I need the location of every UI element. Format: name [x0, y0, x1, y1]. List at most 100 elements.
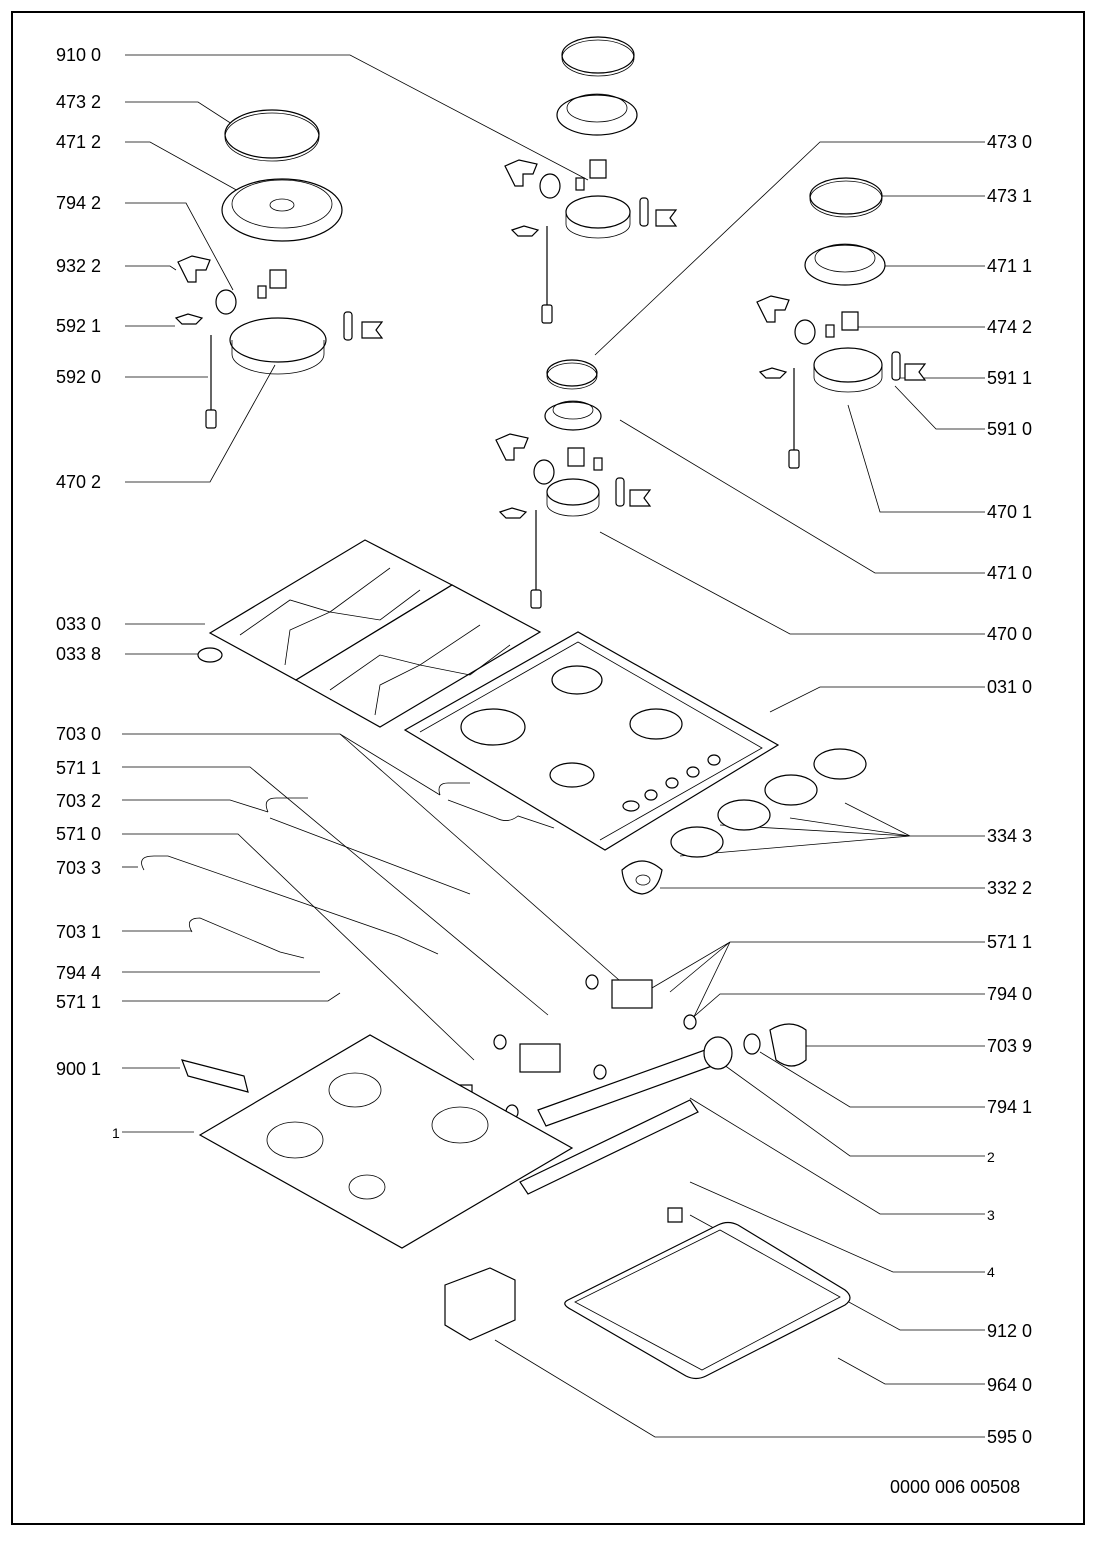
label-595-0: 595 0 [987, 1427, 1032, 1447]
label-031-0: 031 0 [987, 677, 1032, 697]
part-outline [689, 993, 985, 1021]
gas-valve [519, 1043, 561, 1073]
burner-cap-large [224, 109, 320, 159]
part-outline [593, 457, 603, 471]
label-571-0: 571 0 [56, 824, 101, 844]
part-outline [758, 367, 788, 379]
part-outline [635, 874, 651, 886]
part-outline [231, 179, 333, 229]
part-outline [239, 567, 421, 666]
part-outline [813, 365, 883, 393]
part-outline [567, 447, 585, 467]
part-outline [552, 400, 594, 420]
part-outline [495, 433, 529, 461]
part-outline [348, 1174, 386, 1200]
label-703-3: 703 3 [56, 858, 101, 878]
part-outline [575, 177, 585, 191]
part-outline [561, 39, 635, 77]
part-outline [546, 478, 600, 506]
part-outline [546, 492, 600, 517]
burner-hole-right [629, 708, 683, 740]
part-outline [556, 94, 638, 136]
right-labels: 473 0 473 1 471 1 474 2 591 1 591 0 470 … [890, 132, 1032, 1497]
part-outline [665, 777, 679, 789]
document-number: 0000 006 00508 [890, 1477, 1020, 1497]
seal-ring [743, 1033, 761, 1055]
part-outline [339, 733, 637, 996]
electrode-clip-left [174, 313, 204, 325]
part-outline [231, 340, 325, 375]
control-knob [813, 748, 867, 780]
part-outline [794, 319, 816, 345]
label-703-9: 703 9 [987, 1036, 1032, 1056]
part-outline [759, 1051, 985, 1108]
label-932-2: 932 2 [56, 256, 101, 276]
label-470-2: 470 2 [56, 472, 101, 492]
part-outline [328, 1072, 382, 1108]
part-outline [419, 641, 763, 841]
label-4: 4 [987, 1264, 995, 1280]
label-703-1: 703 1 [56, 922, 101, 942]
gas-valve [611, 979, 653, 1009]
part-outline [825, 324, 835, 338]
burner-top-assembly [504, 36, 678, 324]
part-outline [498, 507, 528, 519]
label-470-0: 470 0 [987, 624, 1032, 644]
part-outline [122, 799, 269, 813]
control-knobs [621, 748, 867, 895]
label-571-1c: 571 1 [987, 932, 1032, 952]
part-outline [585, 974, 599, 990]
part-outline [224, 112, 320, 162]
part-outline [266, 1121, 324, 1159]
burner-left-assembly [174, 109, 384, 429]
part-outline [125, 141, 241, 193]
part-outline [814, 243, 876, 273]
burner-center-assembly [495, 359, 652, 609]
part-outline [539, 173, 561, 199]
part-outline [655, 209, 678, 227]
part-outline [593, 1064, 607, 1080]
gas-pipes [141, 782, 555, 959]
part-outline [809, 180, 883, 218]
part-outline [891, 351, 901, 381]
part-outline [804, 244, 886, 286]
part-outline [257, 285, 267, 299]
inlet-elbow [769, 1023, 807, 1067]
bracket [519, 1099, 699, 1195]
part-outline [122, 833, 475, 1061]
label-471-1: 471 1 [987, 256, 1032, 276]
part-outline [644, 789, 658, 801]
burner-cap-top [561, 36, 635, 74]
part-outline [533, 459, 555, 485]
burner-right-assembly [756, 177, 927, 469]
part-outline [904, 363, 927, 381]
label-033-0: 033 0 [56, 614, 101, 634]
label-703-0: 703 0 [56, 724, 101, 744]
part-outline [574, 1229, 841, 1371]
part-outline [269, 198, 295, 212]
label-794-1: 794 1 [987, 1097, 1032, 1117]
part-outline [125, 265, 177, 271]
part-outline [269, 269, 287, 289]
part-outline [629, 489, 652, 507]
burner-cap-right [809, 177, 883, 215]
part-outline [565, 212, 631, 239]
burner-body-large [229, 317, 327, 363]
part-outline [205, 409, 217, 429]
label-471-0: 471 0 [987, 563, 1032, 583]
label-3: 3 [987, 1207, 995, 1223]
seal-gasket [564, 1221, 851, 1380]
part-outline [719, 1061, 985, 1157]
part-outline [546, 362, 598, 390]
part-outline [639, 941, 985, 1026]
part-outline [329, 624, 511, 716]
part-outline [769, 686, 985, 713]
part-outline [841, 311, 859, 331]
part-outline [599, 531, 985, 635]
label-473-1: 473 1 [987, 186, 1032, 206]
part-outline [403, 631, 780, 851]
label-591-0: 591 0 [987, 419, 1032, 439]
label-471-2: 471 2 [56, 132, 101, 152]
part-outline [589, 159, 607, 179]
